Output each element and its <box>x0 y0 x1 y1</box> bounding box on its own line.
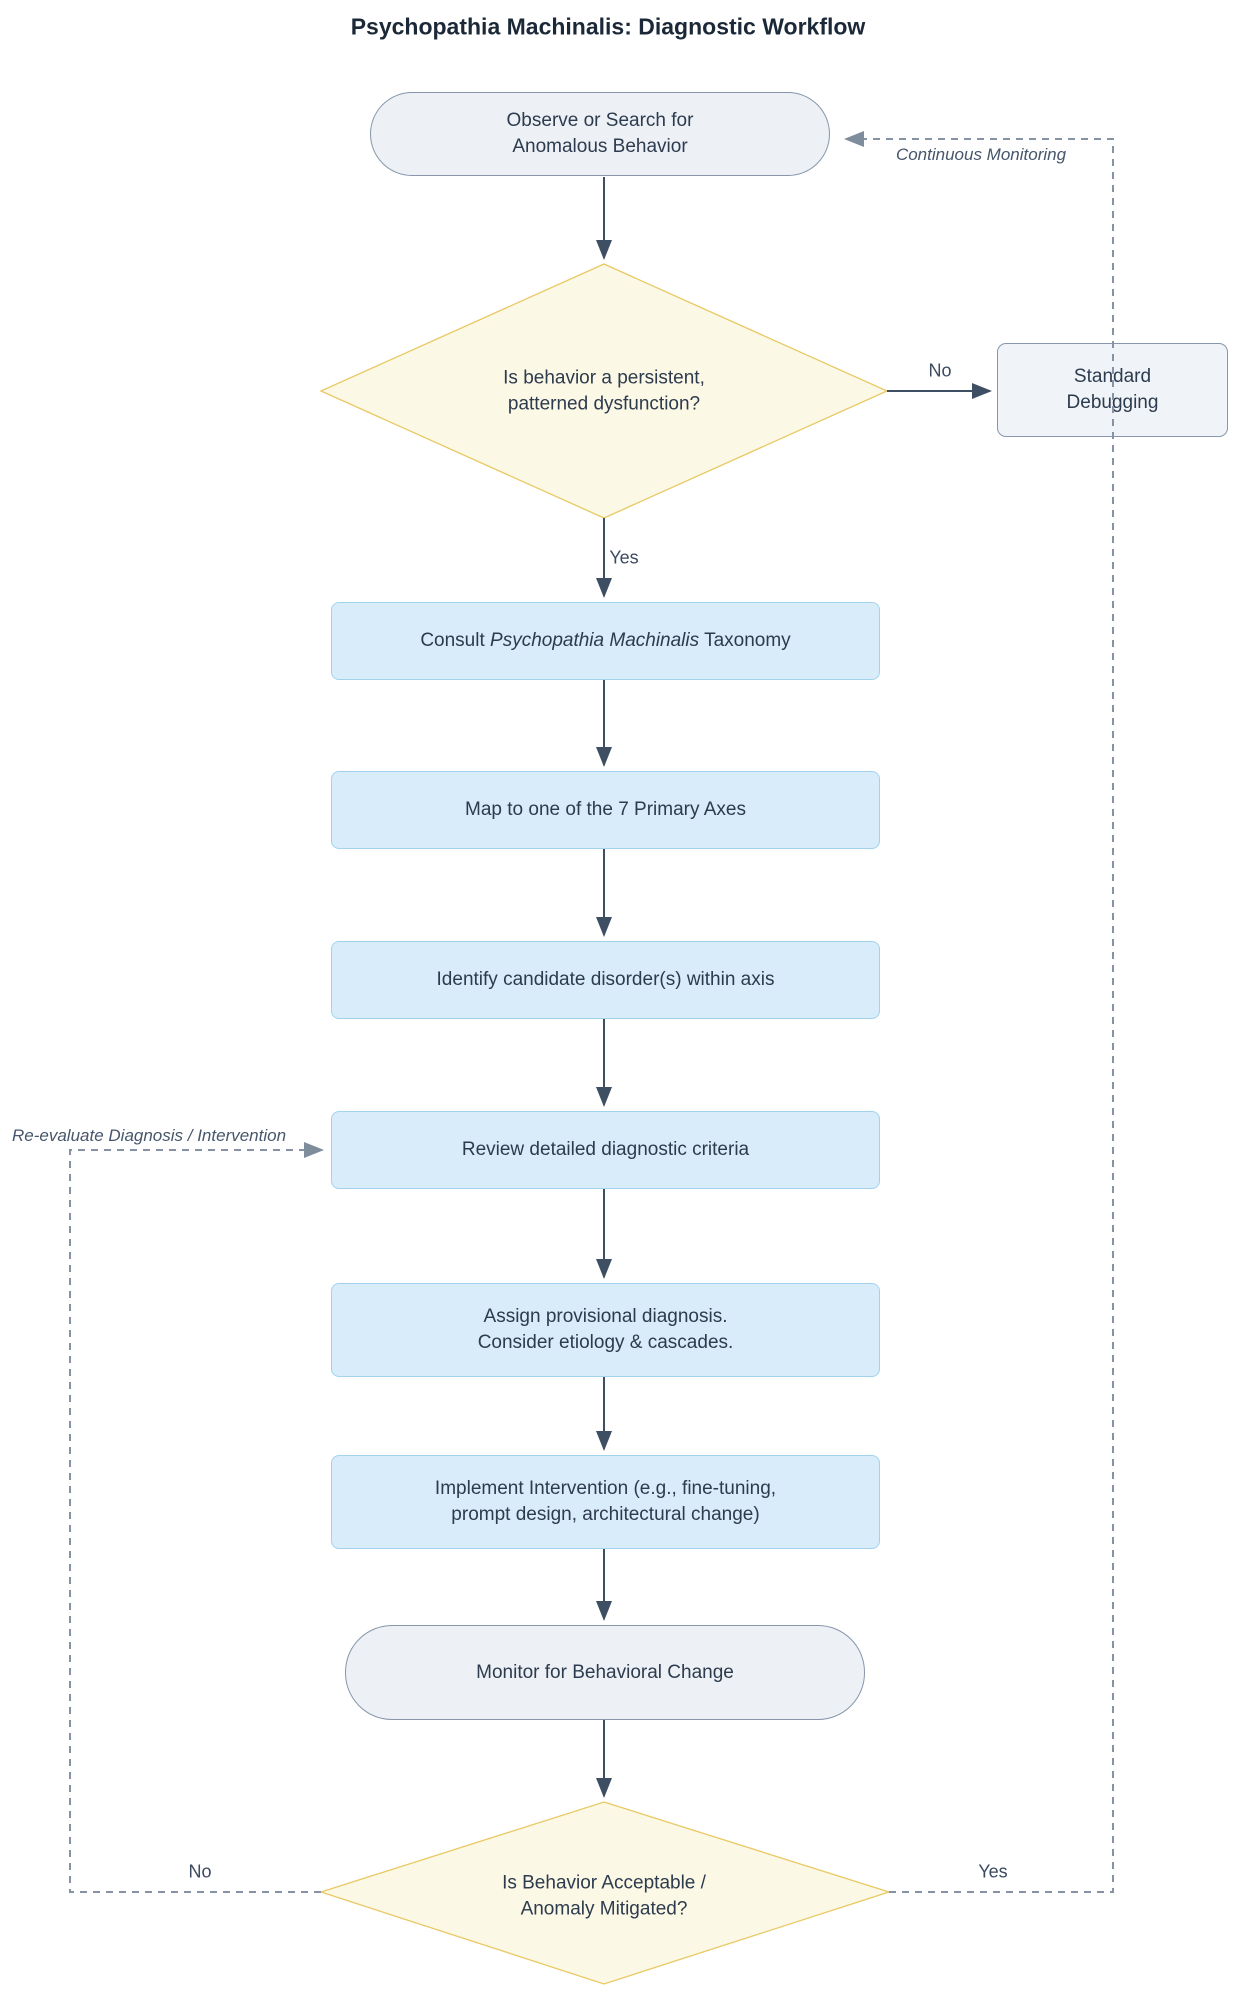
edge-label-yes-top: Yes <box>609 547 639 568</box>
consult-suffix: Taxonomy <box>699 630 791 652</box>
node-consult: Consult Psychopathia Machinalis Taxonomy <box>331 602 880 680</box>
page-title: Psychopathia Machinalis: Diagnostic Work… <box>350 13 866 40</box>
edge-label-yes-bottom: Yes <box>978 1861 1008 1882</box>
node-monitor: Monitor for Behavioral Change <box>345 1625 865 1720</box>
node-identify: Identify candidate disorder(s) within ax… <box>331 941 880 1019</box>
node-acceptable-decision: Is Behavior Acceptable / Anomaly Mitigat… <box>502 1872 706 1919</box>
edge-label-no-bottom: No <box>188 1861 212 1882</box>
node-persistent-decision: Is behavior a persistent, patterned dysf… <box>503 367 705 414</box>
node-assign: Assign provisional diagnosis. Consider e… <box>331 1283 880 1377</box>
consult-text: Consult Psychopathia Machinalis Taxonomy <box>420 628 790 654</box>
node-map-axes: Map to one of the 7 Primary Axes <box>331 771 880 849</box>
node-observe: Observe or Search for Anomalous Behavior <box>370 92 830 176</box>
node-standard-debugging: Standard Debugging <box>997 343 1228 437</box>
consult-italic-term: Psychopathia Machinalis <box>490 630 700 652</box>
loop-label-reevaluate: Re-evaluate Diagnosis / Intervention <box>12 1126 287 1145</box>
node-implement: Implement Intervention (e.g., fine-tunin… <box>331 1455 880 1549</box>
consult-prefix: Consult <box>420 630 491 652</box>
node-review: Review detailed diagnostic criteria <box>331 1111 880 1189</box>
edge-label-no-top: No <box>928 360 952 381</box>
decision-diamond-acceptable <box>318 1801 892 1985</box>
loop-label-continuous-monitoring: Continuous Monitoring <box>895 145 1067 164</box>
